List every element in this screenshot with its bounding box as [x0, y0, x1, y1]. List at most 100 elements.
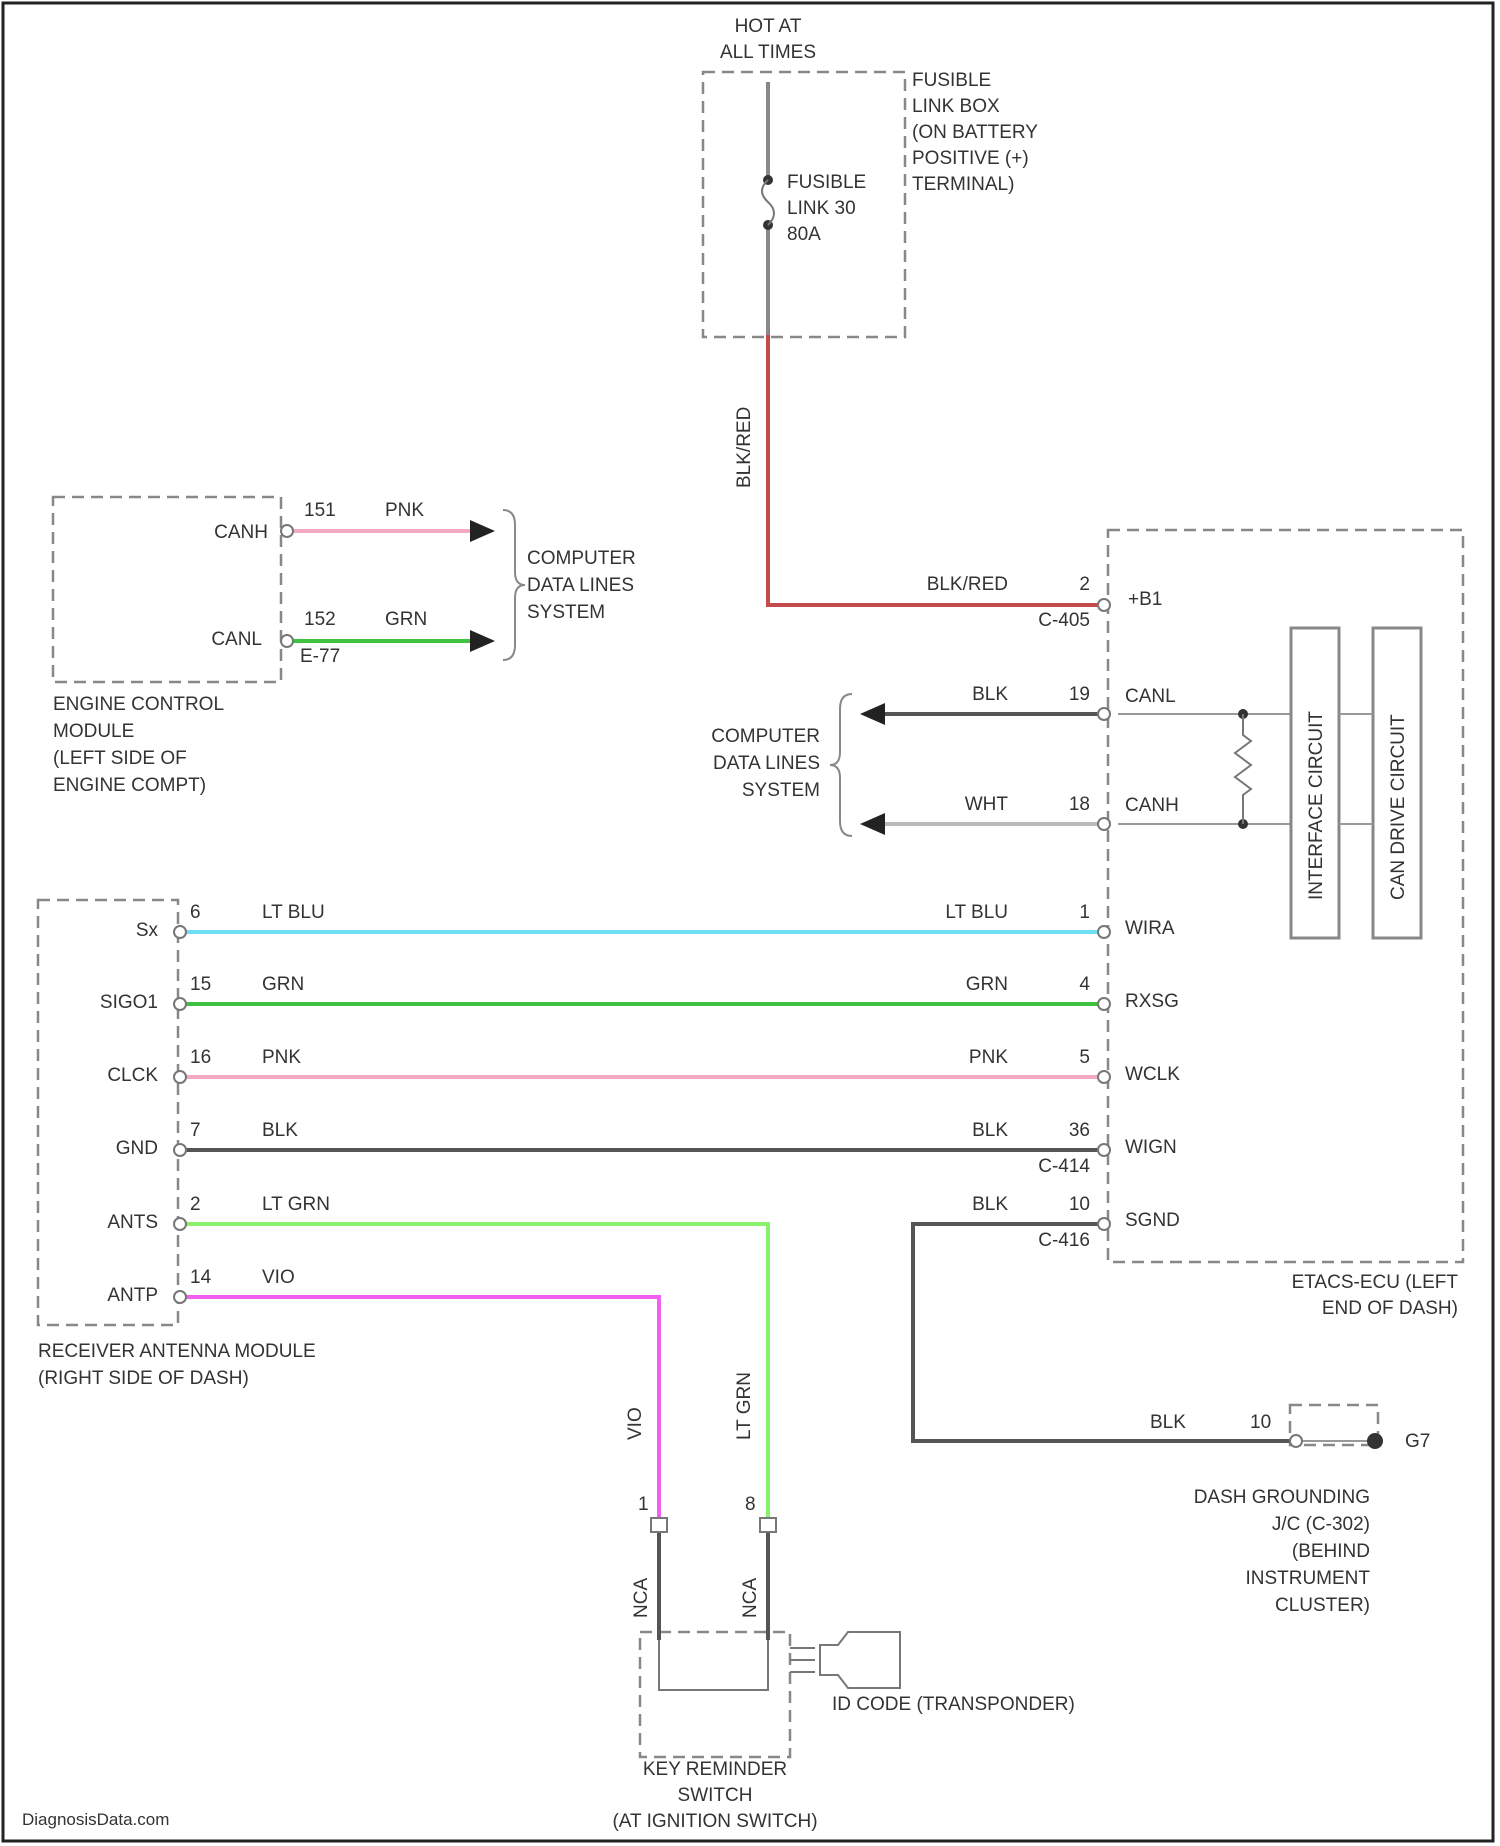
- terminal-ground: [1290, 1435, 1302, 1447]
- arrow-ecm-canh: [470, 520, 495, 542]
- etacs-data-lines-3: SYSTEM: [742, 780, 820, 801]
- key-pin-8: 8: [745, 1494, 756, 1515]
- brace-ecm-data-lines: [503, 510, 525, 660]
- terminal-sx: [174, 926, 186, 938]
- etacs-name-1: ETACS-ECU (LEFT: [1292, 1272, 1459, 1293]
- etacs-wira-pin: 1: [1079, 902, 1090, 923]
- ground-name-4: INSTRUMENT: [1245, 1568, 1370, 1589]
- brace-etacs-data-lines: [830, 694, 852, 836]
- wire-antp-vio: [185, 1297, 659, 1520]
- watermark: DiagnosisData.com: [22, 1810, 169, 1829]
- receiver-name-2: (RIGHT SIDE OF DASH): [38, 1368, 249, 1389]
- fusible-link-box-label-1: FUSIBLE: [912, 70, 991, 91]
- fusible-link-box-label-2: LINK BOX: [912, 96, 1000, 117]
- rx-clck-wire: PNK: [262, 1047, 301, 1068]
- etacs-canh-name: CANH: [1125, 795, 1179, 816]
- rx-ants-wire: LT GRN: [262, 1194, 330, 1215]
- ecm-canl-color: GRN: [385, 609, 427, 630]
- fusible-link-label-1: FUSIBLE: [787, 172, 866, 193]
- ground-name-1: DASH GROUNDING: [1194, 1487, 1370, 1508]
- fusible-link-box-label-3: (ON BATTERY: [912, 122, 1038, 143]
- key-ltgrn-vertical: LT GRN: [734, 1372, 755, 1440]
- etacs-wign-conn: C-414: [1038, 1156, 1090, 1177]
- receiver-name-1: RECEIVER ANTENNA MODULE: [38, 1341, 316, 1362]
- ground-g7-label: G7: [1405, 1431, 1430, 1452]
- etacs-canh-wire: WHT: [965, 794, 1009, 815]
- interface-circuit-label: INTERFACE CIRCUIT: [1306, 711, 1327, 900]
- wire-sgnd-blk: [913, 1224, 1296, 1441]
- connector-key-left: [651, 1518, 667, 1532]
- terminal-canh: [1098, 818, 1110, 830]
- ecm-data-lines-2: DATA LINES: [527, 575, 634, 596]
- rx-antp-name: ANTP: [107, 1285, 158, 1306]
- terminal-sigo1: [174, 998, 186, 1010]
- arrow-etacs-canh: [860, 813, 885, 835]
- etacs-rxsg-name: RXSG: [1125, 991, 1179, 1012]
- circuit-link: [1339, 714, 1373, 824]
- terminal-wign: [1098, 1144, 1110, 1156]
- fusible-link-box-label-5: TERMINAL): [912, 174, 1014, 195]
- switch-contact: [659, 1640, 768, 1690]
- ecm-canh-pin: 151: [304, 500, 336, 521]
- ecm-canh-color: PNK: [385, 500, 424, 521]
- rx-sigo1-wire: GRN: [262, 974, 304, 995]
- etacs-wign-name: WIGN: [1125, 1137, 1177, 1158]
- terminal-sgnd: [1098, 1218, 1110, 1230]
- ground-junction-box: [1290, 1405, 1378, 1445]
- terminal-gnd: [174, 1144, 186, 1156]
- etacs-wign-wire: BLK: [972, 1120, 1008, 1141]
- terminal-ecm-canl: [281, 635, 293, 647]
- etacs-wclk-name: WCLK: [1125, 1064, 1180, 1085]
- rx-gnd-wire: BLK: [262, 1120, 298, 1141]
- rx-antp-pin: 14: [190, 1267, 212, 1288]
- etacs-wign-pin: 36: [1069, 1120, 1090, 1141]
- terminal-ecm-canh: [281, 525, 293, 537]
- etacs-wclk-pin: 5: [1079, 1047, 1090, 1068]
- rx-clck-pin: 16: [190, 1047, 211, 1068]
- etacs-data-lines-2: DATA LINES: [713, 753, 820, 774]
- rx-sigo1-pin: 15: [190, 974, 211, 995]
- etacs-wclk-wire: PNK: [969, 1047, 1008, 1068]
- rx-sx-name: Sx: [136, 920, 159, 941]
- arrow-ecm-canl: [470, 630, 495, 652]
- rx-ants-name: ANTS: [107, 1212, 158, 1233]
- key-vio-vertical: VIO: [625, 1407, 646, 1440]
- key-nca-left: NCA: [631, 1578, 652, 1618]
- ground-name-5: CLUSTER): [1275, 1595, 1370, 1616]
- etacs-b1-wire: BLK/RED: [927, 574, 1008, 595]
- key-pin-1: 1: [638, 1494, 649, 1515]
- terminal-antp: [174, 1291, 186, 1303]
- ground-pin-label: 10: [1250, 1412, 1271, 1433]
- hot-at-label-2: ALL TIMES: [720, 42, 816, 63]
- etacs-canh-pin: 18: [1069, 794, 1090, 815]
- wire-blk-red: [768, 335, 1100, 605]
- etacs-sgnd-conn: C-416: [1038, 1230, 1090, 1251]
- ecm-name-2: MODULE: [53, 721, 134, 742]
- arrow-etacs-canl: [860, 703, 885, 725]
- rx-ants-pin: 2: [190, 1194, 201, 1215]
- fusible-link-label-2: LINK 30: [787, 198, 856, 219]
- terminal-wira: [1098, 926, 1110, 938]
- etacs-wira-wire: LT BLU: [945, 902, 1008, 923]
- ecm-connector: E-77: [300, 646, 340, 667]
- ecm-name-4: ENGINE COMPT): [53, 775, 206, 796]
- etacs-b1-name: +B1: [1128, 589, 1162, 610]
- etacs-sgnd-pin: 10: [1069, 1194, 1090, 1215]
- etacs-canl-name: CANL: [1125, 686, 1176, 707]
- ground-name-2: J/C (C-302): [1272, 1514, 1370, 1535]
- receiver-antenna-box: [38, 900, 178, 1325]
- fusible-link-label-3: 80A: [787, 224, 821, 245]
- etacs-rxsg-wire: GRN: [966, 974, 1008, 995]
- ecm-data-lines-1: COMPUTER: [527, 548, 636, 569]
- rx-gnd-name: GND: [116, 1138, 158, 1159]
- ground-dot: [1367, 1433, 1383, 1449]
- ecm-name-1: ENGINE CONTROL: [53, 694, 224, 715]
- key-switch-name-2: SWITCH: [678, 1785, 753, 1806]
- wire-blk-red-vertical-label: BLK/RED: [734, 407, 755, 488]
- rx-sx-pin: 6: [190, 902, 201, 923]
- termination-resistor: [1235, 714, 1251, 824]
- rx-gnd-pin: 7: [190, 1120, 201, 1141]
- rx-sx-wire: LT BLU: [262, 902, 325, 923]
- ecm-name-3: (LEFT SIDE OF: [53, 748, 187, 769]
